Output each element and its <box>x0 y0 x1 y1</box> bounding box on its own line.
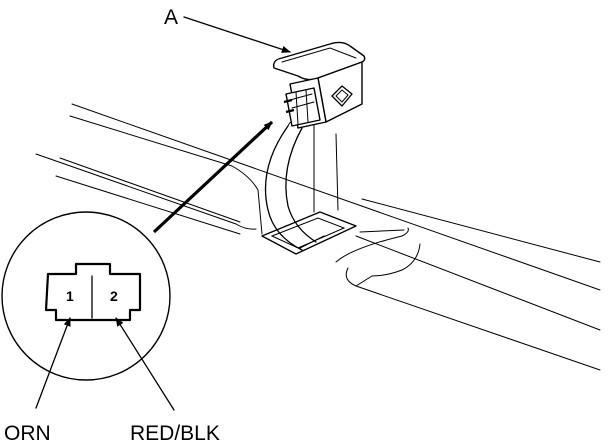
pin-2-wire-color: RED/BLK <box>130 422 220 445</box>
pin-1-number: 1 <box>66 288 74 304</box>
trim-panel <box>35 103 601 371</box>
part-a-label: A <box>164 6 178 29</box>
connector-face <box>44 262 142 322</box>
panel-opening <box>261 211 357 255</box>
part-a-callout: A <box>164 6 291 53</box>
connector-detail-view: 1 2 <box>1 211 171 381</box>
connector-bracket <box>272 41 366 129</box>
pin-2-number: 2 <box>110 288 118 304</box>
wire-color-callouts: ORN RED/BLK <box>4 317 220 445</box>
pin-1-wire-color: ORN <box>4 422 51 445</box>
detail-pointer-arrow <box>152 120 274 234</box>
